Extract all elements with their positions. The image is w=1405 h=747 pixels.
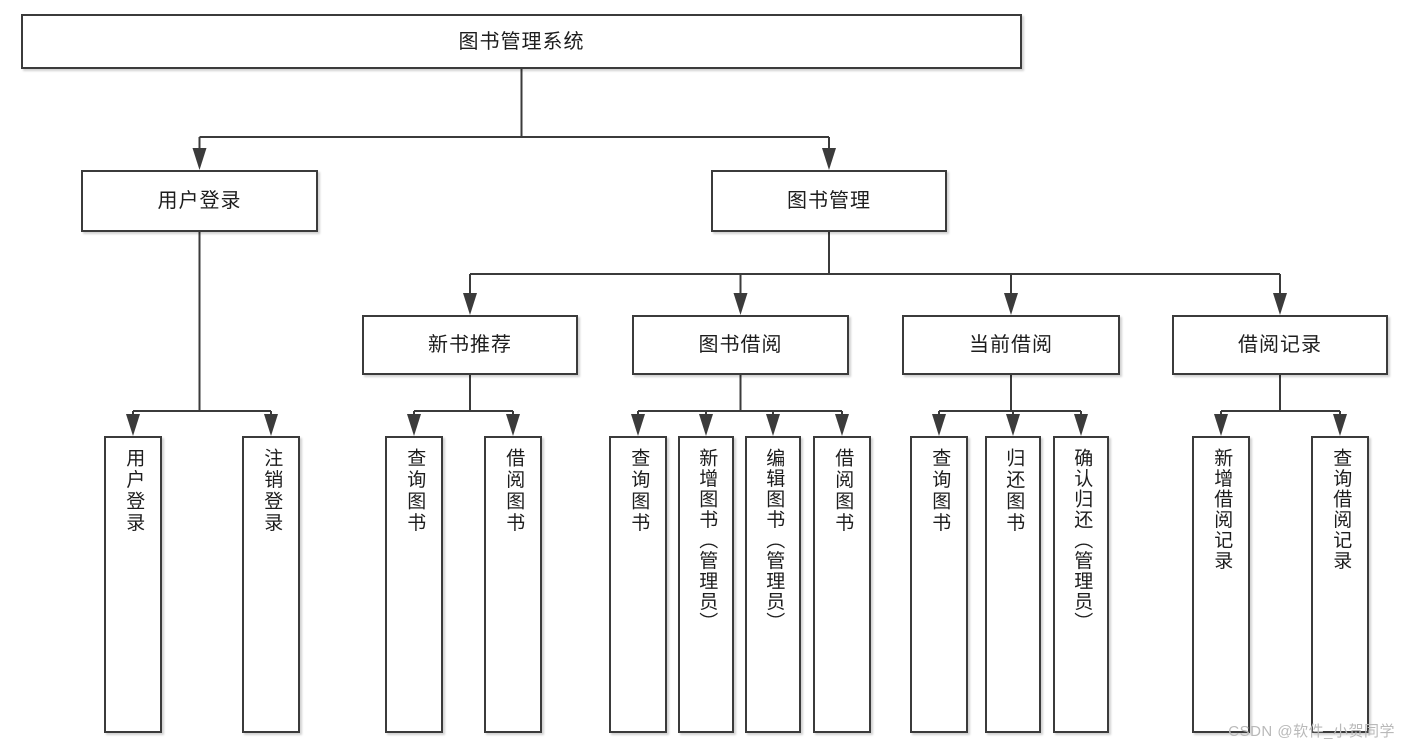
- node-label: 用户登录: [123, 448, 145, 534]
- node-label: 借阅图书: [832, 448, 854, 534]
- node-add-book[interactable]: 新增图书（管理员）: [678, 436, 734, 733]
- node-logout[interactable]: 注销登录: [242, 436, 300, 733]
- node-label: 查询借阅记录: [1330, 448, 1352, 571]
- node-label: 注销登录: [261, 448, 283, 534]
- node-return-book[interactable]: 归还图书: [985, 436, 1041, 733]
- node-label: 当前借阅: [969, 334, 1053, 356]
- node-label: 查询图书: [628, 448, 650, 534]
- node-query-book-1[interactable]: 查询图书: [385, 436, 443, 733]
- node-book-manage[interactable]: 图书管理: [711, 170, 947, 232]
- node-label: 查询图书: [404, 448, 426, 534]
- node-edit-book[interactable]: 编辑图书（管理员）: [745, 436, 801, 733]
- node-label: 借阅记录: [1238, 334, 1322, 356]
- node-label: 新书推荐: [428, 334, 512, 356]
- node-root-system[interactable]: 图书管理系统: [21, 14, 1022, 69]
- node-label: 图书借阅: [698, 334, 783, 356]
- node-label: 新增图书（管理员）: [696, 448, 718, 633]
- node-label: 归还图书: [1003, 448, 1025, 534]
- node-label: 确认归还（管理员）: [1071, 448, 1093, 633]
- node-user-login[interactable]: 用户登录: [104, 436, 162, 733]
- node-label: 查询图书: [929, 448, 951, 534]
- node-query-record[interactable]: 查询借阅记录: [1311, 436, 1369, 733]
- node-add-record[interactable]: 新增借阅记录: [1192, 436, 1250, 733]
- node-borrow-book-2[interactable]: 借阅图书: [813, 436, 871, 733]
- node-current-borrow[interactable]: 当前借阅: [902, 315, 1120, 375]
- node-label: 图书管理系统: [458, 30, 585, 53]
- node-label: 用户登录: [157, 190, 242, 212]
- node-label: 编辑图书（管理员）: [763, 448, 785, 633]
- node-label: 新增借阅记录: [1211, 448, 1233, 571]
- node-label: 图书管理: [787, 190, 871, 212]
- node-query-book-3[interactable]: 查询图书: [910, 436, 968, 733]
- node-confirm-return[interactable]: 确认归还（管理员）: [1053, 436, 1109, 733]
- node-borrow-record[interactable]: 借阅记录: [1172, 315, 1388, 375]
- node-book-borrow[interactable]: 图书借阅: [632, 315, 849, 375]
- node-user-login[interactable]: 用户登录: [81, 170, 318, 232]
- node-borrow-book-1[interactable]: 借阅图书: [484, 436, 542, 733]
- node-new-book-recommendation[interactable]: 新书推荐: [362, 315, 578, 375]
- node-label: 借阅图书: [503, 448, 525, 534]
- node-query-book-2[interactable]: 查询图书: [609, 436, 667, 733]
